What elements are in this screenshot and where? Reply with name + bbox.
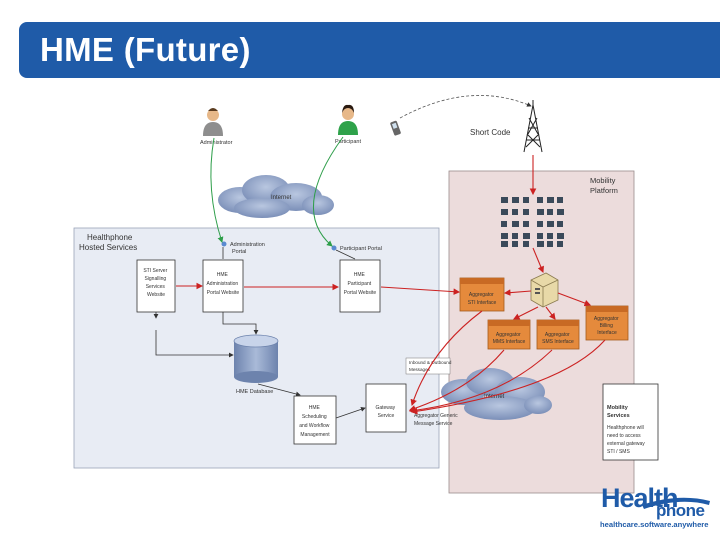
hosted-services-label-1: Healthphone — [87, 233, 133, 242]
mobility-platform-label-1: Mobility — [590, 176, 616, 185]
inbound-outbound-box — [405, 357, 451, 375]
grid-server-arrow — [532, 247, 544, 274]
aggregator-mms-box: Aggregator MMS Interface — [487, 319, 531, 350]
aggregator-sti-box: Aggregator STI Interface — [459, 277, 505, 312]
short-code-label: Short Code — [470, 128, 511, 137]
admin-portal-label-1: Administration — [230, 242, 265, 248]
slide-title: HME (Future) — [40, 31, 251, 68]
phone-tower-link — [399, 95, 532, 119]
participant-icon — [338, 104, 358, 135]
sti-server-box: STI Server Signalling Services Website — [136, 259, 176, 313]
mms-gateway-arrow — [408, 349, 505, 412]
server-mms-arrow — [513, 306, 539, 320]
hme-database-icon — [233, 334, 279, 383]
server-sti-agg-arrow — [503, 289, 532, 296]
svg-text:HME Participant Po: HME Participant Portal Website — [344, 272, 377, 296]
administrator-label: Administrator — [200, 140, 233, 146]
aggregator-message-label-2: Message Service — [414, 421, 453, 427]
svg-text:HME Administration: HME Administration Portal Website — [206, 272, 239, 296]
participant-portal-node — [331, 245, 337, 251]
healthphone-logo: Health phone healthcare.software.anywher… — [598, 483, 712, 531]
aggregator-sms-box: Aggregator SMS Interface — [536, 319, 580, 350]
device-icon-grid — [501, 197, 564, 247]
hme-database-label: HME Database — [236, 389, 273, 395]
internet-cloud-top — [218, 175, 334, 218]
server-icon — [530, 272, 559, 308]
internet-label-bottom: Internet — [484, 394, 505, 400]
title-bar: HME (Future) — [19, 22, 720, 78]
svg-text:Gateway Service: Gateway Service — [375, 405, 396, 419]
internet-cloud-bottom — [441, 368, 552, 420]
sms-gateway-arrow — [408, 349, 553, 414]
administrator-icon — [203, 108, 223, 136]
logo-word-phone: phone — [656, 501, 705, 520]
aggregator-message-label-1: Aggregator Generic — [414, 413, 458, 419]
admin-website-box: HME Administration Portal Website — [202, 259, 244, 313]
inbound-outbound-label-1: Inbound & Outbound — [409, 360, 452, 365]
internet-label-top: Internet — [271, 195, 292, 201]
gateway-box: Gateway Service — [365, 383, 407, 433]
svg-text:Aggregator STI Interface: Aggregator STI Interface — [468, 292, 497, 306]
svg-text:Aggregator Billing: Aggregator Billing Interface — [594, 316, 620, 336]
cell-tower-icon — [523, 100, 543, 153]
svg-text:HME Scheduling and: HME Scheduling and Workflow Management — [299, 405, 331, 438]
scheduling-gateway-link — [335, 407, 366, 419]
svg-text:Aggregator MMS Interface: Aggregator MMS Interface — [493, 332, 526, 345]
sti-agg-gateway-arrow — [410, 310, 483, 407]
participant-portal-label: Participant Portal — [340, 246, 382, 252]
participant-to-portal-arrow — [312, 136, 344, 247]
server-billing-arrow — [557, 292, 592, 307]
logo-word-health: Health — [601, 483, 679, 513]
admin-to-portal-arrow — [210, 137, 224, 243]
admin-portal-label-2: Portal — [232, 249, 246, 255]
server-sms-arrow — [545, 306, 556, 320]
hosted-services-label-2: Hosted Services — [79, 243, 137, 252]
billing-gateway-arrow — [410, 339, 606, 415]
db-scheduling-link — [257, 383, 301, 397]
inbound-outbound-label-2: Messages — [409, 367, 431, 372]
logo-swoosh-icon — [642, 497, 710, 509]
participant-label: Participant — [335, 139, 361, 145]
svg-text:Mobility Services: Mobility Services — [607, 405, 630, 419]
aggregator-billing-box: Aggregator Billing Interface — [585, 305, 629, 341]
admin-portal-node — [221, 241, 227, 247]
participant-website-box: HME Participant Portal Website — [339, 259, 381, 313]
svg-text:Healthphone will need to: Healthphone will need to access external… — [607, 425, 646, 455]
website-db-link — [222, 312, 259, 335]
participant-website-link — [335, 249, 356, 260]
svg-text:Aggregator SMS Interface: Aggregator SMS Interface — [542, 332, 574, 345]
svg-text:STI Server Signalling: STI Server Signalling Services Website — [143, 268, 168, 298]
logo-tagline: healthcare.software.anywhere — [600, 520, 709, 529]
scheduling-box: HME Scheduling and Workflow Management — [293, 395, 337, 445]
mobility-services-box: Mobility Services Healthphone will need … — [602, 383, 659, 461]
db-link — [155, 330, 234, 358]
participant-sti-agg-arrow — [380, 286, 461, 295]
mobility-platform-label-2: Platform — [590, 186, 618, 195]
mobile-phone-icon — [390, 120, 401, 136]
